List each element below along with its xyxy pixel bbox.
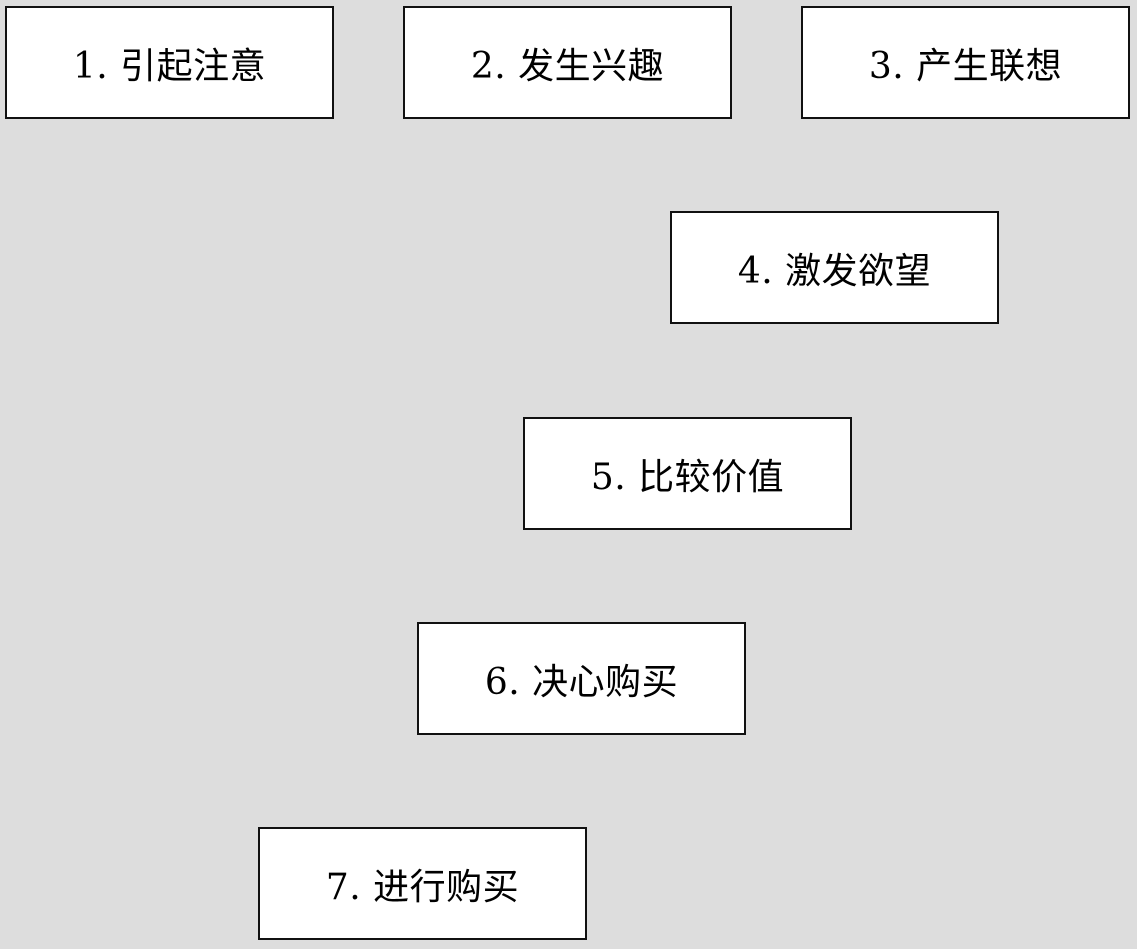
step-box-6: 6. 决心购买 xyxy=(417,622,746,735)
step-box-4: 4. 激发欲望 xyxy=(670,211,999,324)
step-box-5: 5. 比较价值 xyxy=(523,417,852,530)
step-label-3: 3. 产生联想 xyxy=(868,45,1063,87)
step-box-2: 2. 发生兴趣 xyxy=(403,6,732,119)
step-label-2: 2. 发生兴趣 xyxy=(470,45,665,87)
step-label-5: 5. 比较价值 xyxy=(590,456,785,498)
step-box-1: 1. 引起注意 xyxy=(5,6,334,119)
step-box-7: 7. 进行购买 xyxy=(258,827,587,940)
step-label-7: 7. 进行购买 xyxy=(325,866,520,908)
step-label-6: 6. 决心购买 xyxy=(484,661,679,703)
step-box-3: 3. 产生联想 xyxy=(801,6,1130,119)
step-label-4: 4. 激发欲望 xyxy=(737,250,932,292)
step-label-1: 1. 引起注意 xyxy=(72,45,267,87)
